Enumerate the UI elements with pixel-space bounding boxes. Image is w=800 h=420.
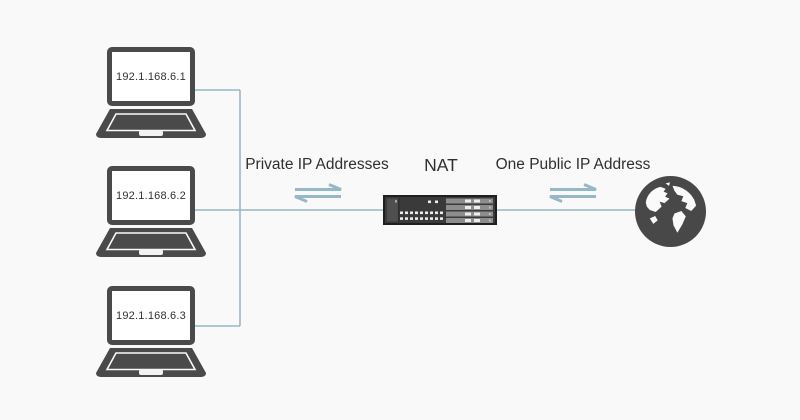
laptop-icon — [96, 348, 206, 377]
webcam-dot-icon — [149, 292, 153, 295]
laptop-screen: 192.1.168.6.1 — [107, 47, 195, 106]
private-ip-address-3: 192.1.168.6.3 — [116, 309, 186, 322]
exchange-arrows-icon — [294, 183, 342, 203]
laptop-screen: 192.1.168.6.2 — [107, 166, 195, 225]
laptop-node-2: 192.1.168.6.2 — [96, 166, 206, 258]
laptop-node-3: 192.1.168.6.3 — [96, 286, 206, 378]
laptop-screen: 192.1.168.6.3 — [107, 286, 195, 345]
public-ip-label: One Public IP Address — [495, 156, 651, 173]
exchange-arrows-icon — [549, 183, 597, 203]
private-ip-address-1: 192.1.168.6.1 — [116, 70, 186, 83]
private-ip-label: Private IP Addresses — [245, 156, 389, 173]
webcam-dot-icon — [149, 172, 153, 175]
laptop-icon — [96, 228, 206, 257]
globe-icon — [634, 175, 707, 248]
laptop-node-1: 192.1.168.6.1 — [96, 47, 206, 139]
webcam-dot-icon — [149, 53, 153, 56]
rack-router-icon — [383, 195, 497, 225]
private-ip-address-2: 192.1.168.6.2 — [116, 189, 186, 202]
laptop-icon — [96, 109, 206, 138]
nat-label: NAT — [424, 155, 458, 175]
